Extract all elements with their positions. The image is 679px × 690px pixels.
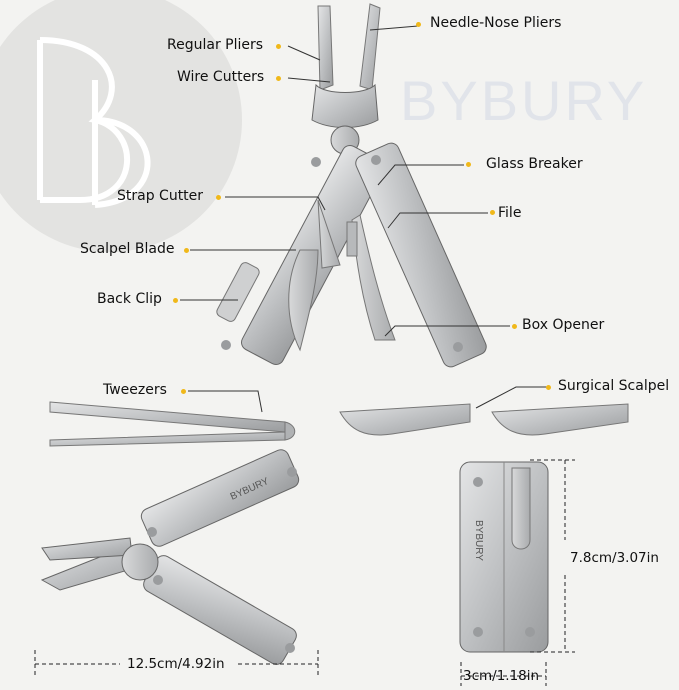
- multitool-side-view: BYBURY: [40, 449, 300, 665]
- label-regular-pliers: Regular Pliers: [167, 37, 264, 53]
- label-back-clip: Back Clip: [97, 291, 162, 307]
- callout-dot: [490, 210, 495, 215]
- callout-dot: [466, 162, 471, 167]
- open-multitool-main: [216, 3, 487, 368]
- callout-dot: [546, 385, 551, 390]
- callout-dot: [216, 195, 221, 200]
- label-surgical-scalpel: Surgical Scalpel: [558, 378, 670, 394]
- svg-text:BYBURY: BYBURY: [473, 520, 484, 561]
- callout-dot: [276, 76, 281, 81]
- surgical-scalpels-illustration: [339, 403, 629, 436]
- leader-lines: [180, 25, 547, 413]
- dimension-height: 7.8cm/3.07in: [570, 550, 659, 566]
- label-wire-cutters: Wire Cutters: [177, 69, 265, 85]
- callout-dot: [173, 298, 178, 303]
- label-needle-nose-pliers: Needle-Nose Pliers: [430, 15, 562, 31]
- dimension-width: 3cm/1.18in: [463, 668, 540, 684]
- tweezers-illustration: [49, 401, 296, 447]
- label-strap-cutter: Strap Cutter: [117, 188, 204, 204]
- dimension-lines: [34, 459, 575, 686]
- label-scalpel-blade: Scalpel Blade: [80, 241, 175, 257]
- bybury-monogram-icon: [37, 37, 151, 208]
- callout-dot: [416, 22, 421, 27]
- label-tweezers: Tweezers: [103, 382, 167, 398]
- multitool-closed-front: BYBURY: [459, 461, 549, 653]
- brand-wordmark: BYBURY: [400, 69, 647, 132]
- callout-dot: [276, 44, 281, 49]
- callout-dot: [512, 324, 517, 329]
- label-glass-breaker: Glass Breaker: [486, 156, 583, 172]
- dimension-length: 12.5cm/4.92in: [127, 656, 225, 672]
- callout-dot: [184, 248, 189, 253]
- callout-dot: [181, 389, 186, 394]
- label-file: File: [498, 205, 522, 221]
- label-box-opener: Box Opener: [522, 317, 605, 333]
